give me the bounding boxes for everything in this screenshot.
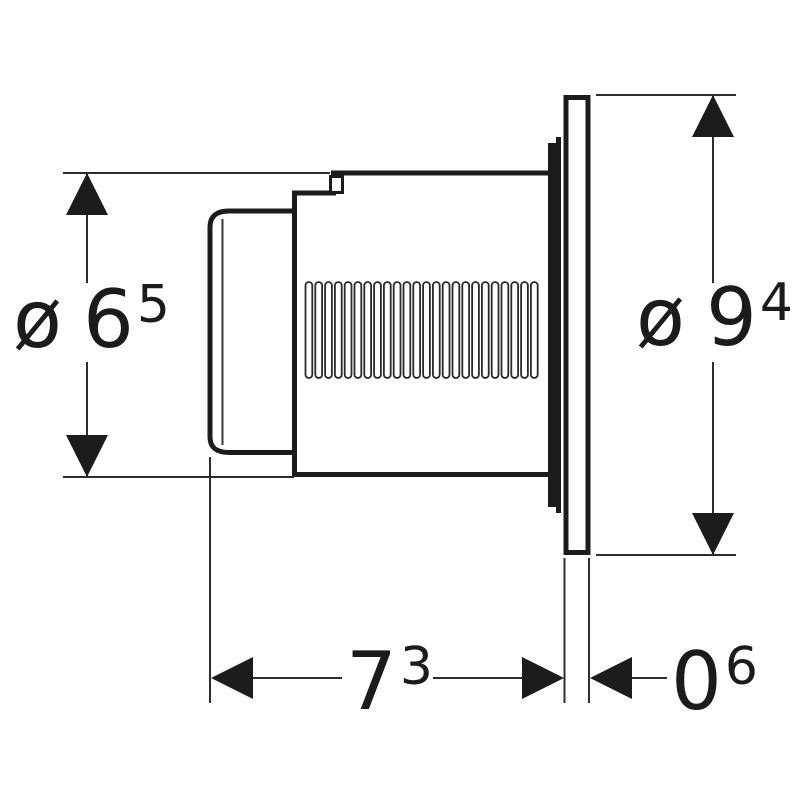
diameter-symbol: ø	[13, 273, 63, 366]
diameter-symbol: ø	[636, 271, 686, 364]
dimension-superscript: 3	[399, 637, 434, 697]
arrowhead-d65-up	[66, 173, 108, 215]
body-step-notch	[329, 175, 344, 194]
dimension-label-thickness: 06	[671, 636, 759, 728]
arrowhead-thickness-left	[590, 657, 632, 699]
grip-rib	[343, 281, 353, 379]
grip-rib	[353, 281, 363, 379]
grip-rib	[422, 281, 431, 379]
grip-rib	[363, 281, 372, 379]
dimension-value: 0	[671, 635, 723, 728]
faceplate-outline	[563, 95, 591, 555]
grip-rib	[382, 281, 392, 379]
grip-rib	[471, 281, 480, 379]
grip-rib	[402, 281, 412, 379]
grip-rib	[530, 281, 539, 379]
grip-rib	[324, 281, 333, 379]
dimension-value: 9	[705, 271, 758, 364]
ribbed-grip	[304, 281, 539, 379]
grip-rib	[480, 281, 490, 379]
grip-rib	[520, 281, 529, 379]
grip-rib	[333, 281, 343, 379]
grip-rib	[490, 281, 500, 379]
dimension-value: 7	[346, 635, 398, 728]
grip-rib	[304, 281, 314, 379]
arrowhead-d94-up	[692, 95, 734, 137]
grip-rib	[451, 281, 461, 379]
front-cylinder-outline	[207, 208, 294, 455]
dimension-superscript: 6	[724, 637, 759, 697]
grip-rib	[431, 281, 441, 379]
grip-rib	[500, 281, 510, 379]
arrowhead-d94-down	[692, 513, 734, 555]
grip-rib	[314, 281, 323, 379]
grip-rib	[461, 281, 470, 379]
dimension-value: 6	[82, 273, 135, 366]
grip-rib	[441, 281, 451, 379]
dimension-superscript: 5	[136, 275, 171, 335]
dimension-superscript: 4	[759, 273, 794, 333]
grip-rib	[373, 281, 382, 379]
grip-rib	[510, 281, 519, 379]
dimension-label-width: 73	[346, 636, 434, 728]
grip-rib	[412, 281, 421, 379]
arrowhead-d65-down	[66, 435, 108, 477]
grip-rib	[392, 281, 402, 379]
arrowhead-width-left	[211, 657, 253, 699]
gasket-fill	[548, 137, 561, 513]
arrowhead-width-right	[522, 657, 564, 699]
